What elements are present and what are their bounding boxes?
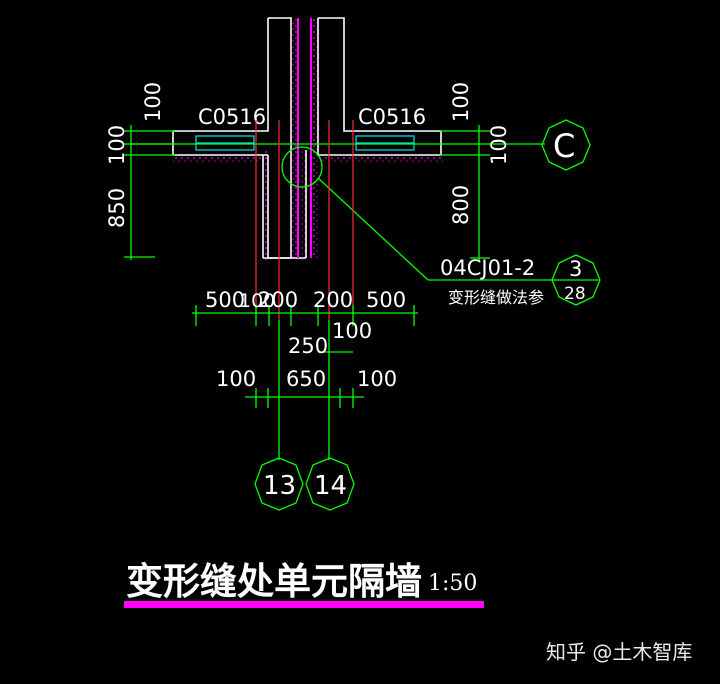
right-dimensions: 100 100 800 [440,82,511,262]
center-lines [255,120,354,320]
dim-row-2: 100 250 [288,319,372,358]
axis-bubble-c: C [541,119,591,171]
dim-100-row2: 100 [332,319,372,343]
dim-500-right: 500 [366,288,406,312]
dim-row-3: 100 650 100 [216,367,397,408]
dim-100-left-row3: 100 [216,367,256,391]
dim-500-left: 500 [205,288,245,312]
right-dim-top: 100 [449,82,473,122]
axis-bubble-14: 14 [305,320,355,511]
detail-note: 变形缝做法参 [448,288,544,307]
detail-num-top: 3 [569,257,582,281]
window-label-left: C0516 [198,105,266,129]
wall-outline [172,17,442,259]
dim-row-1: 500 100 200 200 500 [192,288,418,326]
axis-13-label: 13 [263,471,296,501]
hatched-fill [173,18,443,260]
dim-250: 250 [288,334,328,358]
dim-200-right: 200 [313,288,353,312]
axis-14-label: 14 [314,471,347,501]
left-dim-top: 100 [141,82,165,122]
dim-100: 100 [239,290,275,312]
left-dimensions: 100 100 850 [105,82,175,260]
left-dim-middle: 100 [105,125,129,165]
drawing-title: 变形缝处单元隔墙 [126,559,422,603]
dim-200-left: 200 [258,288,298,312]
detail-num-bottom: 28 [564,284,586,304]
window-right [355,135,415,151]
detail-code: 04CJ01-2 [440,256,535,280]
left-dim-bottom: 850 [105,188,129,228]
window-left [195,135,255,151]
axis-c-label: C [553,127,575,165]
right-dim-middle: 100 [487,125,511,165]
title-underline [124,601,484,608]
dim-650: 650 [286,367,326,391]
detail-reference: 04CJ01-2 变形缝做法参 3 28 [281,146,601,307]
window-label-right: C0516 [358,105,426,129]
axis-bubble-13: 13 [254,320,304,511]
right-dim-bottom: 800 [449,185,473,225]
dim-100-right-row3: 100 [357,367,397,391]
drawing-scale: 1:50 [428,571,477,596]
watermark: 知乎 @土木智库 [546,640,692,664]
